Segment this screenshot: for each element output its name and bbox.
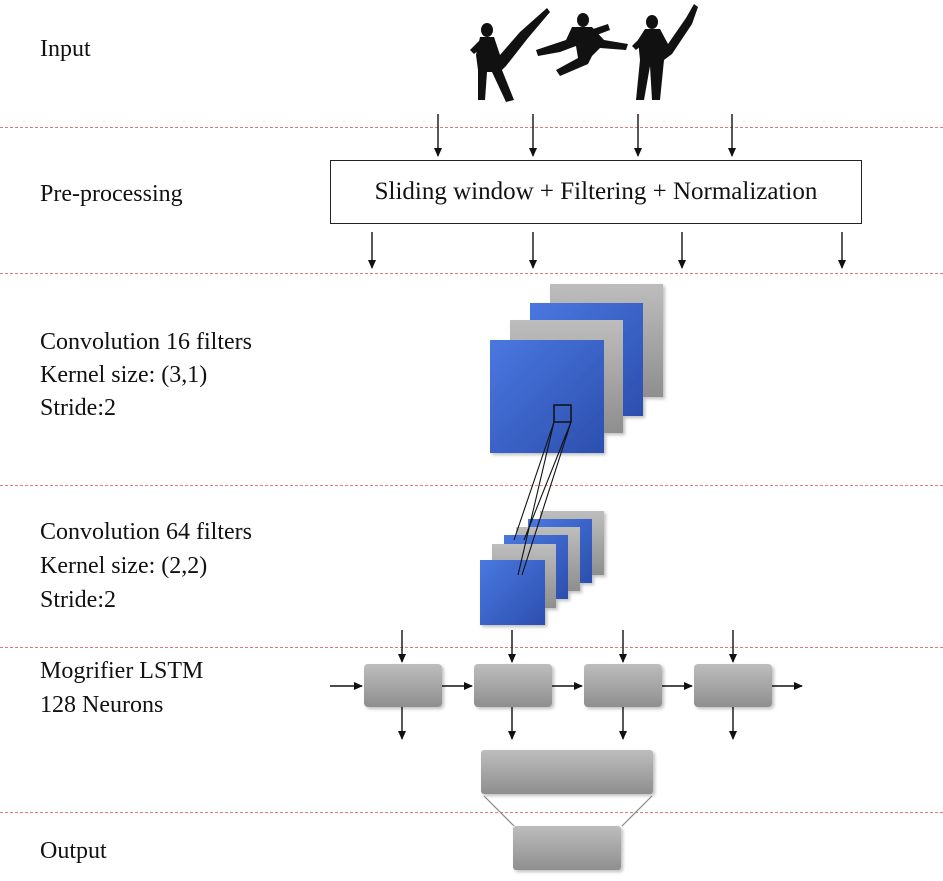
conv1-filters-label: Convolution 16 filters	[40, 329, 252, 355]
preprocessing-label: Pre-processing	[40, 181, 183, 207]
conv1-map-front-blue	[490, 340, 604, 453]
lstm-cell-1	[364, 664, 442, 707]
separator-4	[0, 647, 943, 648]
karate-kick-silhouette-icon	[470, 8, 550, 102]
conv2-map-front	[480, 560, 545, 625]
separator-1	[0, 127, 943, 128]
conv1-kernel-window	[553, 404, 572, 423]
conv1-kernel-label: Kernel size: (3,1)	[40, 362, 208, 388]
lstm-type-label: Mogrifier LSTM	[40, 658, 204, 684]
separator-3	[0, 485, 943, 486]
output-node	[513, 826, 621, 870]
conv2-stride-label: Stride:2	[40, 587, 116, 613]
conv2-filters-label: Convolution 64 filters	[40, 519, 252, 545]
output-label: Output	[40, 838, 107, 864]
input-label: Input	[40, 36, 91, 62]
conv2-feature-maps	[480, 511, 604, 625]
lstm-cell-4	[694, 664, 772, 707]
preprocessing-arrows	[368, 232, 846, 269]
conv1-stride-label: Stride:2	[40, 395, 116, 421]
dense-layer	[481, 750, 653, 794]
dense-to-output-lines	[483, 795, 653, 827]
preprocessing-box-text: Sliding window + Filtering + Normalizati…	[374, 178, 818, 205]
separator-2	[0, 273, 943, 274]
lstm-layer	[330, 630, 803, 740]
conv1-feature-maps	[490, 284, 663, 453]
separator-5	[0, 812, 943, 813]
conv2-kernel-label: Kernel size: (2,2)	[40, 553, 208, 579]
karate-high-kick-silhouette-icon	[632, 4, 698, 100]
receptive-field-lines	[513, 421, 572, 576]
input-arrows	[434, 114, 736, 157]
karate-jump-kick-silhouette-icon	[536, 13, 628, 76]
preprocessing-box: Sliding window + Filtering + Normalizati…	[330, 160, 862, 224]
lstm-cell-3	[584, 664, 662, 707]
lstm-neurons-label: 128 Neurons	[40, 692, 164, 718]
lstm-cell-2	[474, 664, 552, 707]
